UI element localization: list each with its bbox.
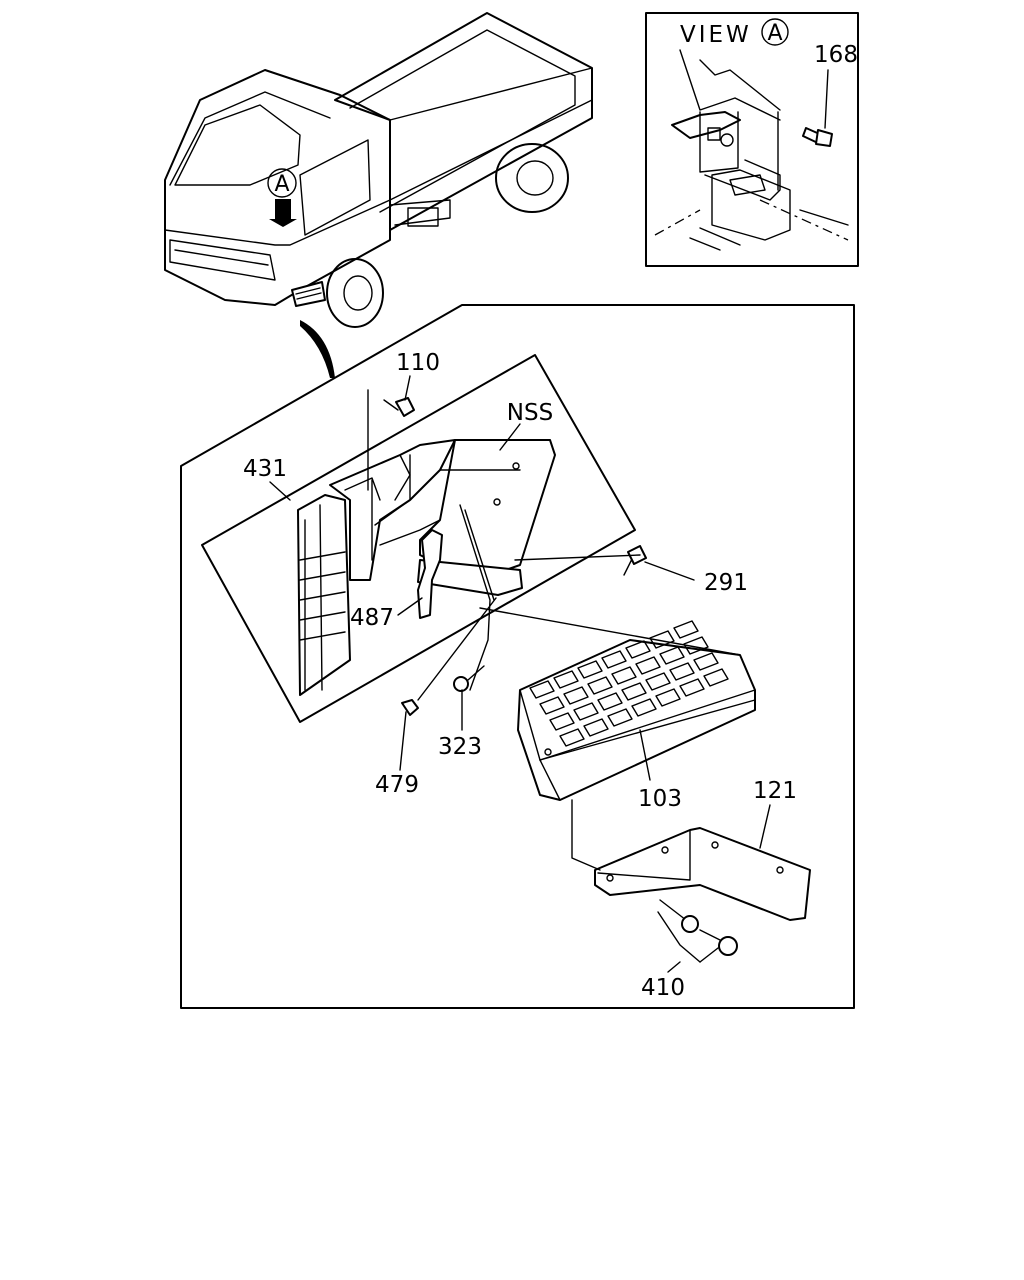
step-cell bbox=[607, 708, 633, 727]
callouts: 110 NSS 431 291 487 323 479 103 121 410 bbox=[243, 350, 797, 1001]
step-cell bbox=[621, 682, 647, 701]
truck-overview: A bbox=[164, 12, 593, 378]
bolts-410 bbox=[657, 899, 738, 963]
step-cell bbox=[583, 718, 609, 737]
bolt-291 bbox=[623, 545, 647, 576]
step-cell bbox=[673, 620, 699, 639]
step-cell bbox=[669, 662, 695, 681]
step-cell bbox=[539, 696, 565, 715]
callout-323: 323 bbox=[438, 734, 482, 760]
step-cell bbox=[549, 712, 575, 731]
step-cell bbox=[635, 656, 661, 675]
step-cell bbox=[693, 652, 719, 671]
callout-487: 487 bbox=[350, 605, 394, 631]
step-cell bbox=[577, 660, 603, 679]
view-a-marker: A bbox=[767, 21, 782, 46]
callout-291: 291 bbox=[704, 570, 748, 596]
bracket-121 bbox=[594, 827, 811, 921]
bolt-323 bbox=[453, 665, 485, 692]
step-cell bbox=[631, 698, 657, 717]
step-cell bbox=[529, 680, 555, 699]
step-cell bbox=[563, 686, 589, 705]
callout-168: 168 bbox=[814, 42, 858, 68]
step-cell bbox=[683, 636, 709, 655]
step-cell bbox=[559, 728, 585, 747]
bracket-487 bbox=[417, 529, 443, 619]
step-cell bbox=[601, 650, 627, 669]
stay-bracket bbox=[417, 439, 556, 691]
step-cell bbox=[625, 640, 651, 659]
callout-431: 431 bbox=[243, 456, 287, 482]
callout-103: 103 bbox=[638, 786, 682, 812]
callout-110: 110 bbox=[396, 350, 440, 376]
step-cell bbox=[597, 692, 623, 711]
callout-121: 121 bbox=[753, 778, 797, 804]
view-a-frame bbox=[645, 12, 859, 267]
view-a-inset: VIEW A 168 bbox=[645, 12, 859, 267]
step-cell bbox=[587, 676, 613, 695]
step-cell bbox=[703, 668, 729, 687]
step-cell bbox=[611, 666, 637, 685]
truck-view-marker: A bbox=[274, 172, 289, 197]
mudguard-431 bbox=[297, 439, 456, 696]
bolt-110 bbox=[383, 397, 415, 417]
callout-410: 410 bbox=[641, 975, 685, 1001]
step-cell bbox=[679, 678, 705, 697]
callout-479: 479 bbox=[375, 772, 419, 798]
panel-outline bbox=[201, 354, 636, 723]
step-cell bbox=[655, 688, 681, 707]
callout-nss: NSS bbox=[507, 400, 553, 426]
step-cell bbox=[659, 646, 685, 665]
clip-479 bbox=[401, 699, 419, 716]
view-a-title: VIEW bbox=[680, 22, 752, 48]
step-cell bbox=[573, 702, 599, 721]
step-grid bbox=[529, 620, 729, 747]
step-cell bbox=[645, 672, 671, 691]
step-cell bbox=[649, 630, 675, 649]
step-cell bbox=[553, 670, 579, 689]
detail-frame bbox=[180, 304, 855, 1009]
